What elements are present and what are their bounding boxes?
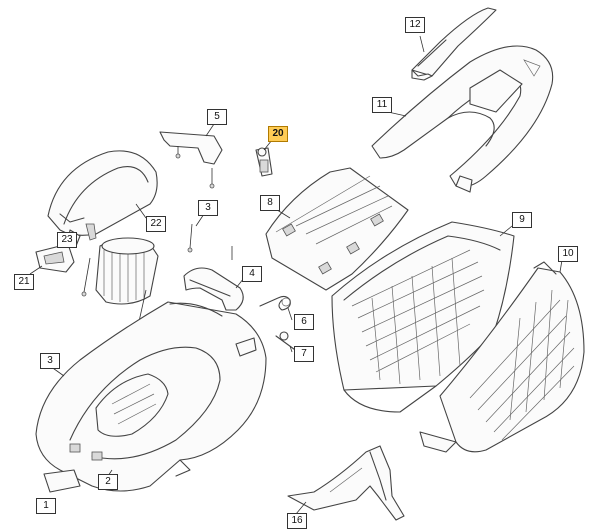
callout-7[interactable]: 7	[294, 346, 314, 362]
part-3-screw-upper[interactable]	[187, 223, 233, 260]
callout-5[interactable]: 5	[207, 109, 227, 125]
part-9-grass-bag[interactable]	[331, 221, 515, 413]
part-20-safety-key[interactable]	[255, 147, 273, 177]
callout-4[interactable]: 4	[242, 266, 262, 282]
callout-11[interactable]: 11	[372, 97, 392, 113]
part-12-handle-top[interactable]	[411, 7, 497, 81]
callout-8[interactable]: 8	[260, 195, 280, 211]
part-11-handle-frame[interactable]	[371, 45, 554, 193]
callout-2[interactable]: 2	[98, 474, 118, 490]
callout-21[interactable]: 21	[14, 274, 34, 290]
part-8-control-panel[interactable]	[265, 167, 409, 291]
callout-6[interactable]: 6	[294, 314, 314, 330]
part-10-rear-section[interactable]	[419, 261, 585, 453]
part-2-mower-deck[interactable]	[35, 301, 267, 492]
callout-22[interactable]: 22	[146, 216, 166, 232]
callout-20-highlighted[interactable]: 20	[268, 126, 288, 142]
callout-16[interactable]: 16	[287, 513, 307, 529]
callout-3-lower[interactable]: 3	[40, 353, 60, 369]
part-4-grip[interactable]	[183, 267, 244, 311]
part-5-cover[interactable]	[159, 131, 223, 189]
part-16-rear-stand[interactable]	[287, 445, 405, 521]
callout-1[interactable]: 1	[36, 498, 56, 514]
callout-10[interactable]: 10	[558, 246, 578, 262]
part-22-lid[interactable]	[47, 150, 158, 241]
callout-12[interactable]: 12	[405, 17, 425, 33]
battery-unit	[81, 237, 159, 331]
callout-9[interactable]: 9	[512, 212, 532, 228]
callout-23[interactable]: 23	[57, 232, 77, 248]
part-21-label-plate[interactable]	[35, 243, 75, 273]
callout-3-upper[interactable]: 3	[198, 200, 218, 216]
part-1-front-plate[interactable]	[43, 469, 81, 493]
part-6-spring[interactable]	[259, 295, 291, 311]
